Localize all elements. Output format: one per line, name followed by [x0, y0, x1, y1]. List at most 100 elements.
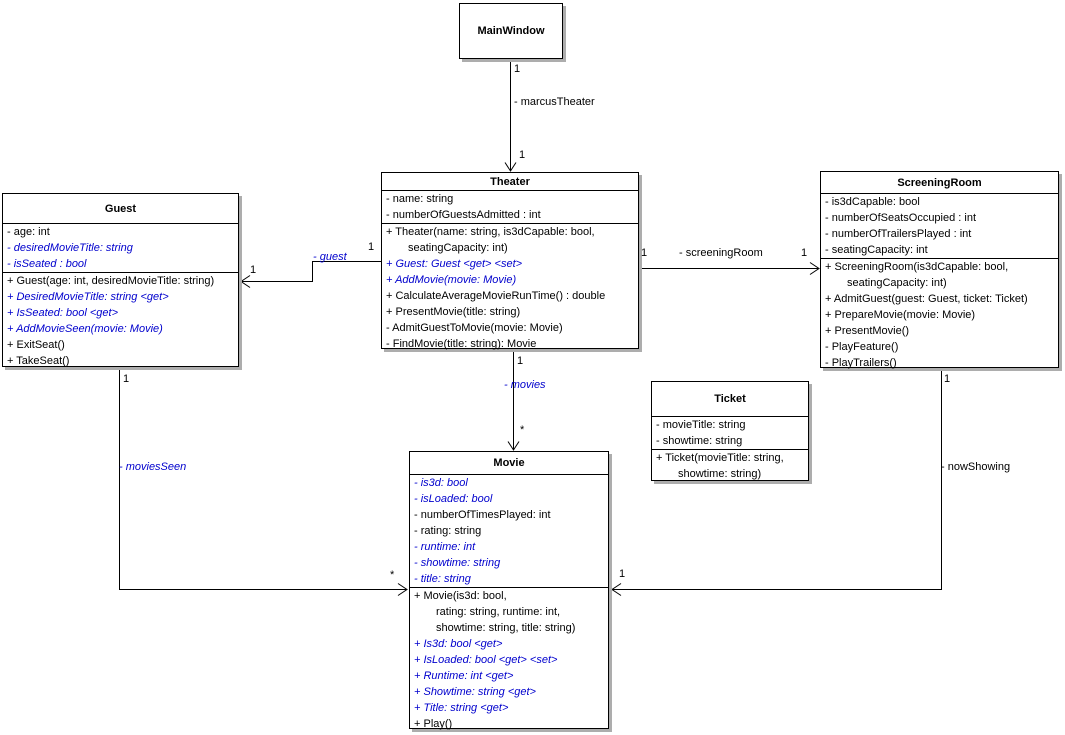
method-row: + Title: string <get> [414, 702, 509, 714]
multiplicity-screeningroom-end: 1 [801, 247, 808, 259]
methods-compartment: + Movie(is3d: bool, rating: string, runt… [410, 587, 608, 732]
multiplicity-guest-end: 1 [123, 373, 130, 385]
method-row: - AdmitGuestToMovie(movie: Movie) [386, 322, 563, 334]
attributes-compartment: - name: string - numberOfGuestsAdmitted … [382, 190, 638, 223]
method-row: showtime: string) [678, 468, 762, 480]
class-box-theater[interactable]: Theater - name: string - numberOfGuestsA… [381, 172, 639, 352]
attribute-row: - desiredMovieTitle: string [7, 242, 133, 254]
method-row: + DesiredMovieTitle: string <get> [7, 291, 169, 303]
methods-compartment: + Guest(age: int, desiredMovieTitle: str… [3, 272, 238, 369]
class-box-screeningroom[interactable]: ScreeningRoom - is3dCapable: bool - numb… [820, 171, 1059, 371]
association-line-screeningroom-movie [613, 368, 942, 590]
class-name: Movie [493, 457, 525, 469]
attribute-row: - showtime: string [414, 557, 501, 569]
attribute-row: - name: string [386, 193, 454, 205]
method-row: showtime: string, title: string) [436, 622, 576, 634]
method-row: + Play() [414, 718, 453, 730]
method-row: + IsSeated: bool <get> [7, 307, 119, 319]
attribute-row: - is3dCapable: bool [825, 196, 920, 208]
attribute-row: - age: int [7, 226, 50, 238]
multiplicity-mainwindow-end: 1 [514, 63, 521, 75]
method-row: seatingCapacity: int) [408, 242, 508, 254]
class-name: MainWindow [477, 25, 545, 37]
attribute-row: - rating: string [414, 525, 482, 537]
method-row: + Showtime: string <get> [414, 686, 536, 698]
attribute-row: - seatingCapacity: int [825, 244, 928, 256]
class-name: ScreeningRoom [897, 176, 982, 189]
class-name: Theater [490, 175, 530, 188]
multiplicity-theater-end: 1 [641, 247, 648, 259]
arrowhead-screeningroom-movie [611, 583, 622, 596]
class-name: Ticket [714, 393, 746, 405]
method-row: + ScreeningRoom(is3dCapable: bool, [825, 261, 1009, 273]
attributes-compartment: - age: int - desiredMovieTitle: string -… [3, 223, 238, 272]
class-box-movie[interactable]: Movie - is3d: bool - isLoaded: bool - nu… [409, 451, 609, 732]
multiplicity-theater-end: 1 [517, 355, 524, 367]
method-row: + ExitSeat() [7, 339, 65, 351]
multiplicity-screeningroom-end: 1 [944, 373, 951, 385]
association-line-guest-movie [119, 368, 406, 590]
method-row: + AddMovieSeen(movie: Movie) [7, 323, 163, 335]
attributes-compartment: - movieTitle: string - showtime: string [652, 416, 808, 449]
role-label-screeningroom: - screeningRoom [679, 247, 763, 259]
attribute-row: - is3d: bool [414, 477, 468, 489]
method-row: + AddMovie(movie: Movie) [386, 274, 517, 286]
multiplicity-theater-end: 1 [368, 241, 375, 253]
role-label-nowshowing: - nowShowing [941, 461, 1011, 473]
method-row: + Is3d: bool <get> [414, 638, 503, 650]
method-row: + CalculateAverageMovieRunTime() : doubl… [386, 290, 606, 302]
method-row: + IsLoaded: bool <get> <set> [414, 654, 558, 666]
role-label-marcustheater: - marcusTheater [514, 96, 595, 108]
arrowhead-theater-guest [240, 275, 251, 288]
role-label-movies: - movies [504, 379, 546, 391]
method-row: + Ticket(movieTitle: string, [656, 452, 784, 464]
attribute-row: - movieTitle: string [656, 419, 746, 431]
multiplicity-movie-end: * [390, 569, 395, 581]
method-row: + Guest: Guest <get> <set> [386, 258, 523, 270]
method-row: rating: string, runtime: int, [436, 606, 561, 618]
method-row: + Guest(age: int, desiredMovieTitle: str… [7, 275, 215, 287]
attributes-compartment: - is3d: bool - isLoaded: bool - numberOf… [410, 474, 608, 587]
class-name: Guest [104, 202, 137, 215]
association-line-theater-guest [242, 261, 381, 282]
multiplicity-theater-end: 1 [519, 149, 526, 161]
method-row: + AdmitGuest(guest: Guest, ticket: Ticke… [825, 293, 1028, 305]
attribute-row: - showtime: string [656, 435, 743, 447]
attributes-compartment: - is3dCapable: bool - numberOfSeatsOccup… [821, 193, 1058, 258]
method-row: + Runtime: int <get> [414, 670, 514, 682]
method-row: - FindMovie(title: string): Movie [386, 338, 537, 350]
method-row: seatingCapacity: int) [847, 277, 947, 289]
multiplicity-guest-end: 1 [250, 264, 257, 276]
methods-compartment: + Ticket(movieTitle: string, showtime: s… [652, 449, 808, 482]
method-row: + TakeSeat() [7, 355, 70, 367]
method-row: - PlayFeature() [825, 341, 899, 353]
class-box-mainwindow[interactable]: MainWindow [459, 3, 563, 59]
attribute-row: - numberOfSeatsOccupied : int [825, 212, 977, 224]
method-row: + PresentMovie() [825, 325, 910, 337]
attribute-row: - isLoaded: bool [414, 493, 493, 505]
method-row: + PrepareMovie(movie: Movie) [825, 309, 976, 321]
attribute-row: - numberOfTrailersPlayed : int [825, 228, 972, 240]
role-label-moviesseen: - moviesSeen [119, 461, 187, 473]
multiplicity-movie-end: * [520, 424, 525, 436]
arrowhead-guest-movie [397, 583, 408, 596]
methods-compartment: + ScreeningRoom(is3dCapable: bool, seati… [821, 258, 1058, 371]
method-row: + Theater(name: string, is3dCapable: boo… [386, 226, 595, 238]
method-row: + Movie(is3d: bool, [414, 590, 507, 602]
multiplicity-movie-end: 1 [619, 568, 626, 580]
attribute-row: - isSeated : bool [7, 258, 87, 270]
method-row: - PlayTrailers() [825, 357, 897, 369]
class-box-guest[interactable]: Guest - age: int - desiredMovieTitle: st… [2, 193, 239, 367]
class-box-ticket[interactable]: Ticket - movieTitle: string - showtime: … [651, 381, 809, 481]
attribute-row: - title: string [414, 573, 471, 585]
arrowhead-mainwindow-theater [504, 162, 517, 172]
attribute-row: - numberOfTimesPlayed: int [414, 509, 551, 521]
attribute-row: - runtime: int [414, 541, 476, 553]
methods-compartment: + Theater(name: string, is3dCapable: boo… [382, 223, 638, 352]
arrowhead-theater-movie [507, 441, 520, 451]
arrowhead-theater-screeningroom [809, 262, 820, 275]
method-row: + PresentMovie(title: string) [386, 306, 521, 318]
role-label-guest: - guest [313, 251, 347, 263]
